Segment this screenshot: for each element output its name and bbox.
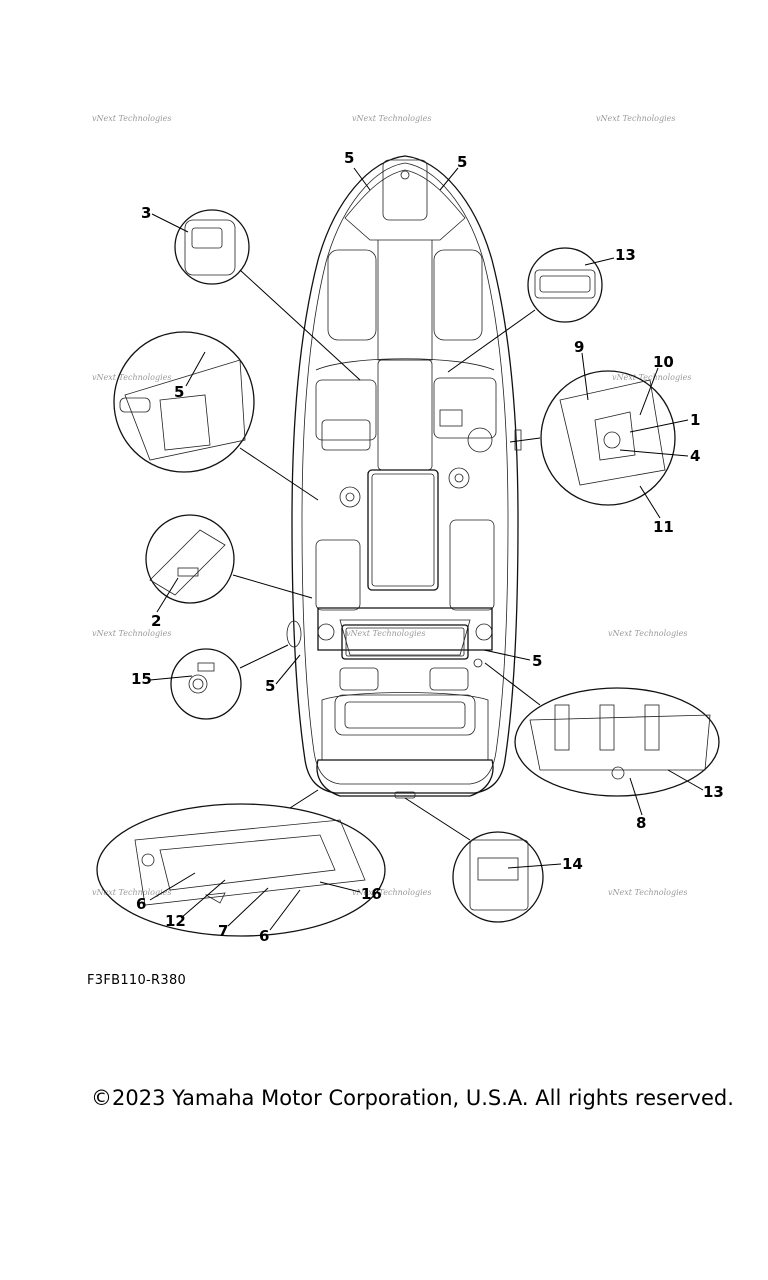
- watermark: vNext Technologies: [352, 114, 431, 123]
- callout-6: 6: [259, 927, 269, 945]
- detail-views: [96, 209, 720, 937]
- watermark: vNext Technologies: [608, 629, 687, 638]
- callout-8: 8: [636, 814, 646, 832]
- callout-11: 11: [653, 518, 674, 536]
- callout-1: 1: [690, 411, 700, 429]
- copyright-notice: ©2023 Yamaha Motor Corporation, U.S.A. A…: [91, 1086, 734, 1110]
- callout-13: 13: [703, 783, 724, 801]
- watermark: vNext Technologies: [608, 888, 687, 897]
- callout-4: 4: [690, 447, 700, 465]
- callout-5: 5: [265, 677, 275, 695]
- watermark: vNext Technologies: [92, 373, 171, 382]
- callout-3: 3: [141, 204, 151, 222]
- watermark: vNext Technologies: [92, 114, 171, 123]
- callout-7: 7: [218, 922, 228, 940]
- callout-2: 2: [151, 612, 161, 630]
- watermark: vNext Technologies: [352, 888, 431, 897]
- callout-numbers: 3 5 5 5 2 15 5 5 13 9 10 1 4 11 13 8 14 …: [131, 149, 724, 945]
- callout-leaders: [149, 167, 704, 931]
- watermark: vNext Technologies: [612, 373, 691, 382]
- boat-hull: [291, 155, 522, 799]
- watermarks: vNext Technologies vNext Technologies vN…: [92, 114, 691, 897]
- callout-9: 9: [574, 338, 584, 356]
- watermark: vNext Technologies: [596, 114, 675, 123]
- callout-5: 5: [344, 149, 354, 167]
- watermark: vNext Technologies: [92, 888, 171, 897]
- callout-5: 5: [457, 153, 467, 171]
- callout-13: 13: [615, 246, 636, 264]
- callout-5: 5: [532, 652, 542, 670]
- callout-6: 6: [136, 895, 146, 913]
- callout-10: 10: [653, 353, 674, 371]
- watermark: vNext Technologies: [92, 629, 171, 638]
- watermark: vNext Technologies: [346, 629, 425, 638]
- callout-5: 5: [174, 383, 184, 401]
- callout-14: 14: [562, 855, 583, 873]
- callout-12: 12: [165, 912, 186, 930]
- callout-15: 15: [131, 670, 152, 688]
- figure-code: F3FB110-R380: [87, 973, 187, 988]
- callout-16: 16: [361, 885, 382, 903]
